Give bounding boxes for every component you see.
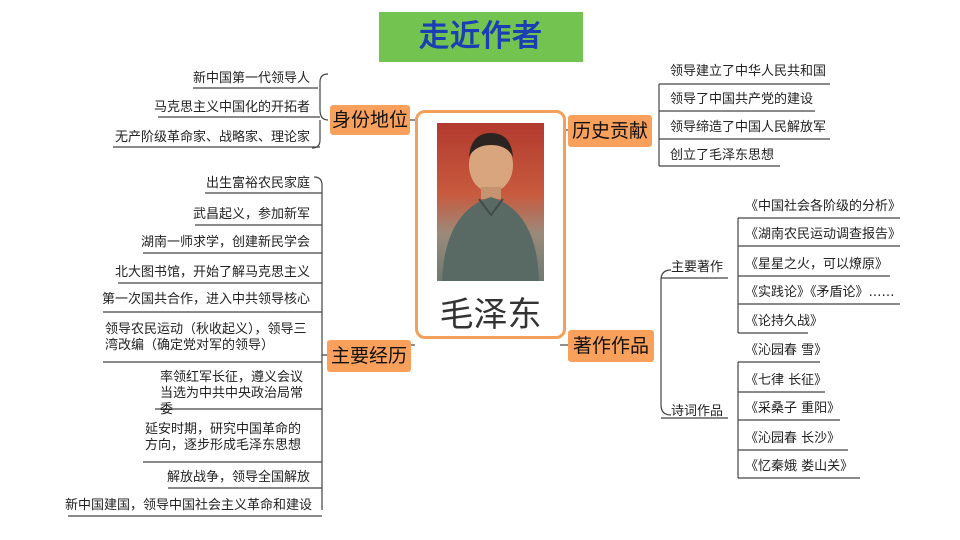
- center-node: 毛泽东: [415, 110, 566, 339]
- identity-item: 马克思主义中国化的开拓者: [153, 100, 310, 115]
- category-contribution[interactable]: 历史贡献: [568, 115, 652, 147]
- experience-item: 北大图书馆，开始了解马克思主义: [114, 265, 310, 280]
- experience-item: 新中国建国，领导中国社会主义革命和建设: [64, 498, 312, 513]
- works-main-item: 《星星之火，可以燎原》: [745, 257, 889, 272]
- works-main-item: 《湖南农民运动调查报告》: [745, 227, 902, 242]
- category-experience[interactable]: 主要经历: [327, 340, 411, 372]
- works-main-item: 《论持久战》: [745, 314, 824, 329]
- works-poem-item: 《七律 长征》: [745, 373, 828, 388]
- works-main-label: 主要著作: [671, 260, 724, 275]
- works-poem-item: 《采桑子 重阳》: [745, 401, 841, 416]
- experience-item: 出生富裕农民家庭: [205, 176, 310, 191]
- portrait-photo: [437, 123, 544, 281]
- category-identity[interactable]: 身份地位: [330, 105, 410, 135]
- contribution-item: 领导缔造了中国人民解放军: [670, 120, 827, 135]
- experience-item: 第一次国共合作，进入中共领导核心: [101, 292, 310, 307]
- identity-item: 无产阶级革命家、战略家、理论家: [114, 130, 310, 145]
- contribution-item: 领导了中国共产党的建设: [670, 92, 814, 107]
- works-poem-item: 《忆秦娥 娄山关》: [745, 459, 854, 474]
- contribution-item: 创立了毛泽东思想: [670, 148, 775, 163]
- experience-item: 率领红军长征，遵义会议当选为中共中央政治局常委: [160, 370, 304, 417]
- identity-item: 新中国第一代领导人: [192, 71, 310, 86]
- center-name: 毛泽东: [439, 295, 542, 335]
- works-poem-item: 《沁园春 雪》: [745, 343, 828, 358]
- works-poem-label: 诗词作品: [671, 404, 724, 419]
- contribution-item: 领导建立了中华人民共和国: [670, 64, 827, 79]
- experience-item: 湖南一师求学，创建新民学会: [140, 235, 310, 250]
- category-works[interactable]: 著作作品: [568, 330, 654, 362]
- works-poem-item: 《沁园春 长沙》: [745, 431, 841, 446]
- works-main-item: 《实践论》《矛盾论》……: [745, 285, 895, 300]
- page-title: 走近作者: [379, 12, 583, 62]
- works-main-item: 《中国社会各阶级的分析》: [745, 199, 902, 214]
- experience-item: 领导农民运动（秋收起义），领导三湾改编（确定党对军的领导）: [105, 322, 307, 353]
- experience-item: 武昌起义，参加新军: [192, 207, 310, 222]
- experience-item: 延安时期，研究中国革命的方向，逐步形成毛泽东思想: [145, 422, 302, 453]
- experience-item: 解放战争，领导全国解放: [166, 470, 310, 485]
